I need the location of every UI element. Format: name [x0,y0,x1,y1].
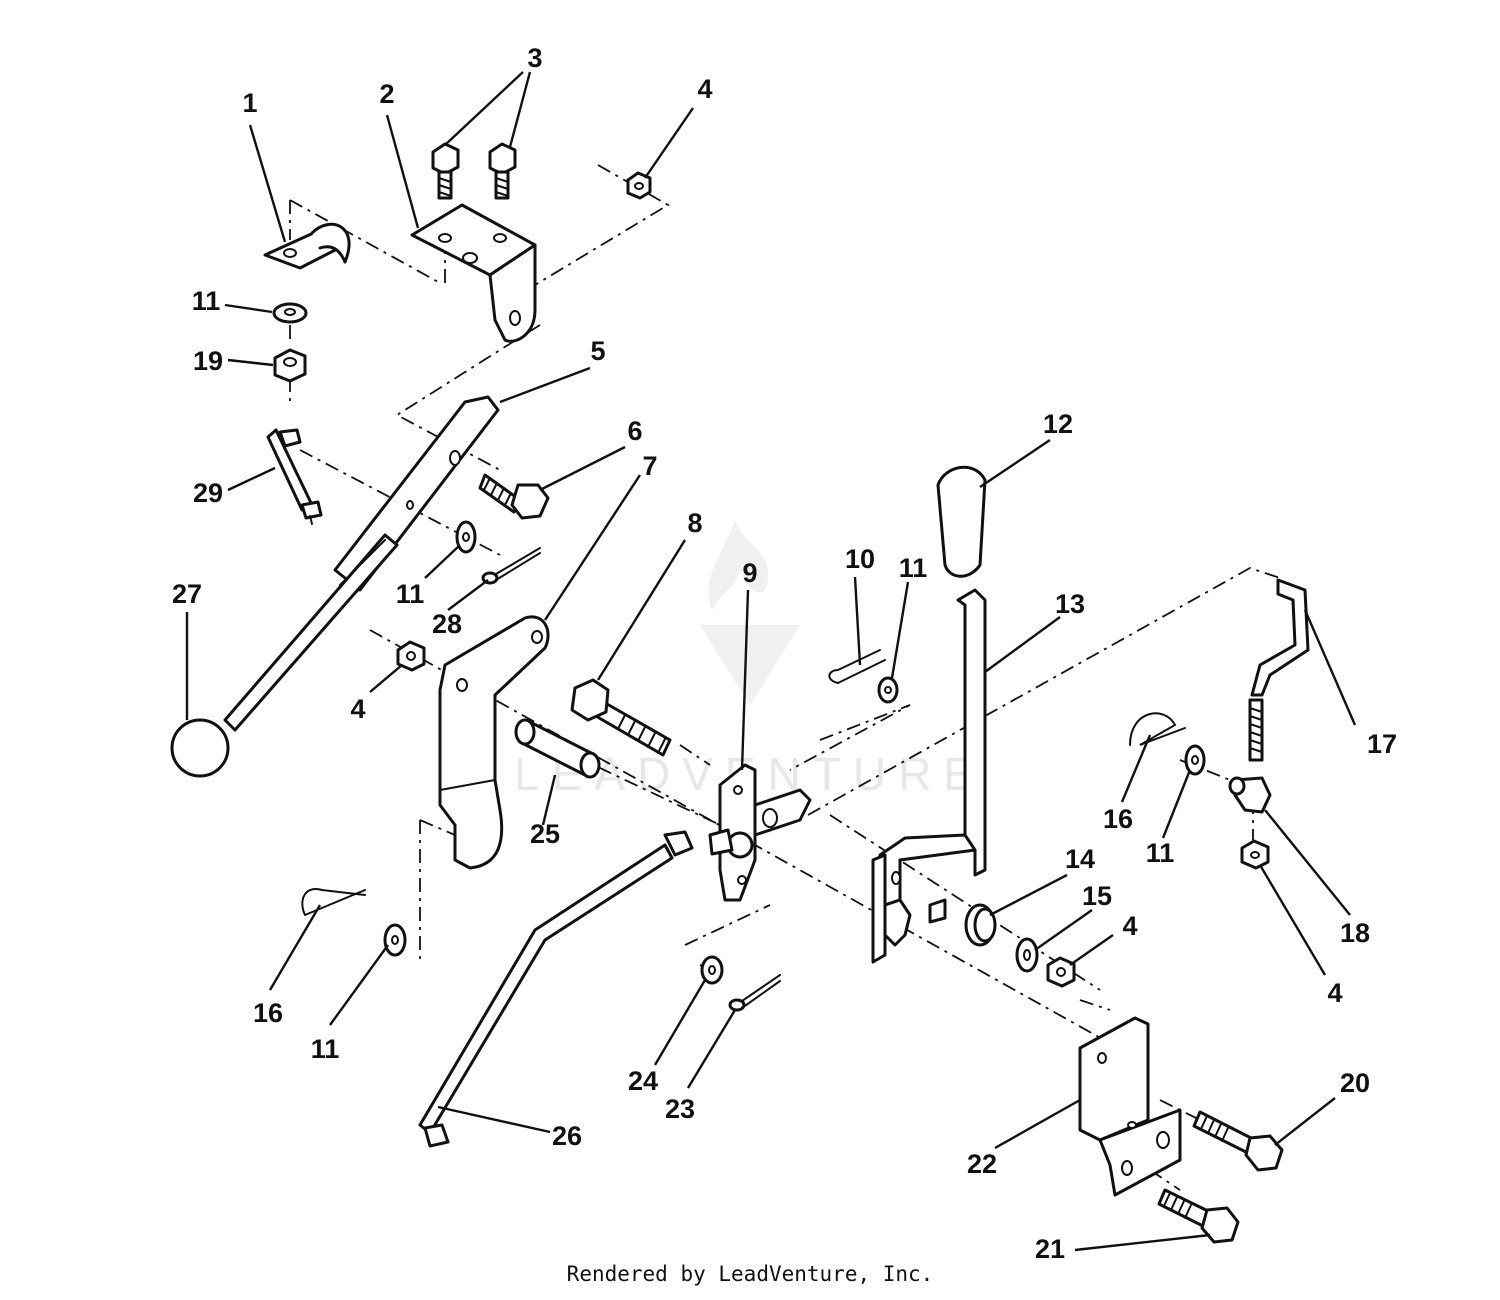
part-12-grip [936,465,987,578]
part-7-bracket [438,615,550,870]
callout-17: 17 [1367,729,1397,759]
callout-3: 3 [527,43,542,73]
part-19-nut [273,348,307,383]
callout-5: 5 [590,336,605,366]
callout-16-left: 16 [253,998,283,1028]
part-28-pin [481,547,541,585]
callout-4-top: 4 [697,74,712,104]
part-17-rod [1248,578,1310,762]
callout-8: 8 [687,508,702,538]
footer-credit: Rendered by LeadVenture, Inc. [566,1262,934,1286]
part-27-knob [170,718,230,778]
callout-4-center: 4 [1122,911,1137,941]
part-13-lever [871,588,987,964]
callout-28: 28 [432,609,462,639]
part-6-bolt [478,473,550,520]
part-5-lever [223,395,500,732]
part-9-plate [708,763,812,902]
part-24-washer [700,955,724,985]
callout-13: 13 [1055,589,1085,619]
part-11-washer-right [1184,744,1206,776]
part-15-washer [1015,937,1039,973]
callout-16-right: 16 [1103,804,1133,834]
part-22-bracket [1078,1016,1182,1197]
callout-20: 20 [1340,1068,1370,1098]
part-14-bushing [964,903,997,947]
callout-11-mid: 11 [396,579,425,609]
callout-6: 6 [627,416,642,446]
callout-21: 21 [1035,1234,1065,1264]
callout-11-center: 11 [899,553,928,583]
part-21-bolt [1157,1188,1240,1244]
callout-25: 25 [530,819,560,849]
part-10-clip [828,649,886,684]
callout-15: 15 [1082,881,1112,911]
part-23-pin [728,974,781,1012]
part-11-washer-center [877,676,899,704]
part-8-bolt [570,678,672,757]
part-26-rod [418,830,694,1148]
part-4-nut-left [396,640,426,672]
callout-18: 18 [1340,918,1370,948]
callout-19: 19 [193,346,223,376]
callout-22: 22 [967,1149,997,1179]
part-29-link [266,428,323,525]
callout-11-right: 11 [1146,838,1175,868]
part-2-bracket [410,203,537,343]
part-3-bolts [431,142,517,200]
part-4-nut-top [626,171,652,200]
leader-lines [185,71,1357,1252]
callout-1: 1 [242,88,257,118]
callout-10: 10 [845,544,875,574]
callout-7: 7 [642,451,657,481]
part-11-washer-top [272,302,308,324]
part-1-clip [263,222,351,270]
callout-23: 23 [665,1094,695,1124]
callout-12: 12 [1043,409,1073,439]
part-20-bolt [1192,1110,1284,1172]
part-4-nut-center [1046,956,1076,988]
part-4-nut-right [1240,839,1270,870]
part-25-spacer [514,718,601,779]
part-18-swivel [1228,776,1272,814]
callout-4-left: 4 [350,694,365,724]
callout-4-right: 4 [1327,978,1342,1008]
part-16-hairpin-left [301,888,366,916]
callouts: 1 2 3 4 4 4 4 5 6 7 8 9 10 11 11 11 11 1… [172,43,1397,1264]
callout-29: 29 [193,478,223,508]
callout-27: 27 [172,579,202,609]
callout-11-top: 11 [192,286,221,316]
part-11-washer-bottom [383,923,407,957]
callout-11-bottom: 11 [311,1034,340,1064]
callout-24: 24 [628,1066,658,1096]
callout-2: 2 [379,79,394,109]
part-11-washer-mid [455,520,477,554]
callout-14: 14 [1065,844,1095,874]
callout-9: 9 [742,558,757,588]
callout-26: 26 [552,1121,582,1151]
part-16-hairpin-right [1129,712,1186,746]
